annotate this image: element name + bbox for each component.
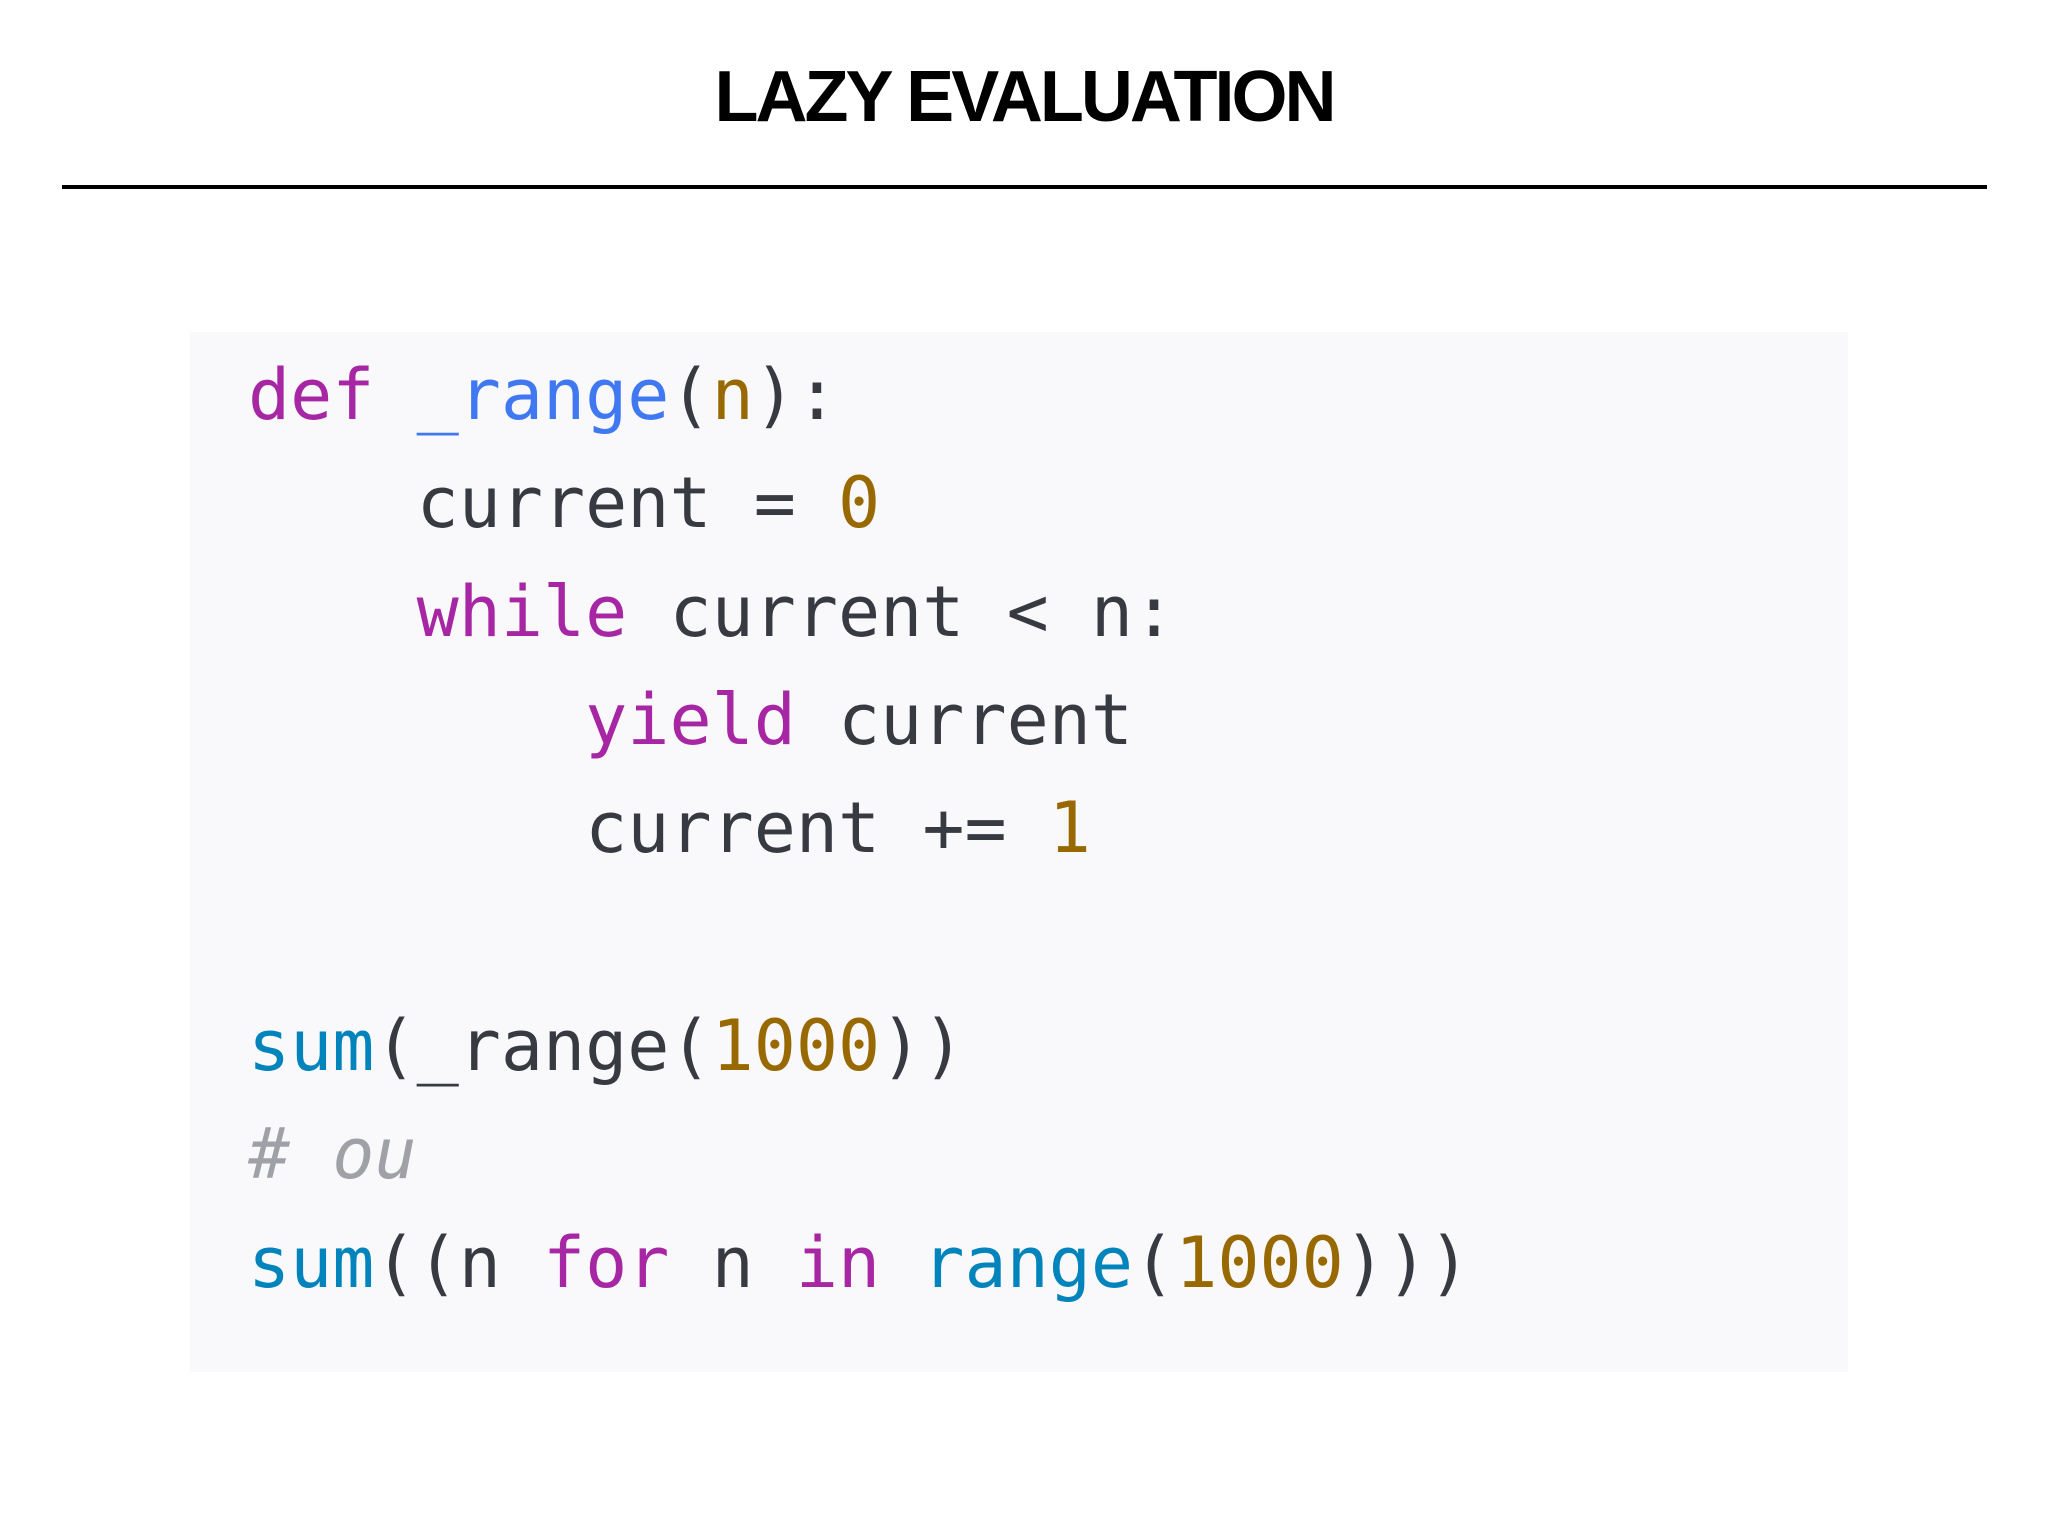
comment: # ou: [248, 1113, 417, 1195]
builtin-sum: sum: [248, 1222, 375, 1304]
number-literal: 1000: [711, 1005, 881, 1087]
function-name: _range: [416, 354, 670, 436]
keyword-def: def: [248, 354, 375, 436]
code-line-1: def _range(n):: [248, 354, 839, 436]
code-line-2: current = 0: [416, 462, 881, 544]
code-block: def _range(n): current = 0 while current…: [190, 332, 1848, 1372]
keyword-for: for: [543, 1222, 670, 1304]
code-line-8: # ou: [248, 1109, 417, 1199]
code-line-3: while current < n:: [416, 571, 1176, 653]
code-line-5: current += 1: [585, 787, 1091, 869]
slide-title: LAZY EVALUATION: [714, 57, 1337, 137]
builtin-sum: sum: [248, 1005, 375, 1087]
code-line-4: yield current: [585, 679, 1134, 761]
number-literal: 1: [1048, 787, 1091, 869]
title-divider: [62, 185, 1987, 189]
keyword-while: while: [416, 571, 628, 653]
keyword-in: in: [795, 1222, 881, 1304]
number-literal: 1000: [1175, 1222, 1344, 1304]
builtin-range: range: [922, 1222, 1134, 1304]
code-line-9: sum((n for n in range(1000))): [248, 1222, 1471, 1304]
keyword-yield: yield: [585, 679, 796, 761]
code-line-7: sum(_range(1000)): [248, 1005, 965, 1087]
parameter: n: [711, 354, 754, 436]
number-literal: 0: [838, 462, 881, 544]
